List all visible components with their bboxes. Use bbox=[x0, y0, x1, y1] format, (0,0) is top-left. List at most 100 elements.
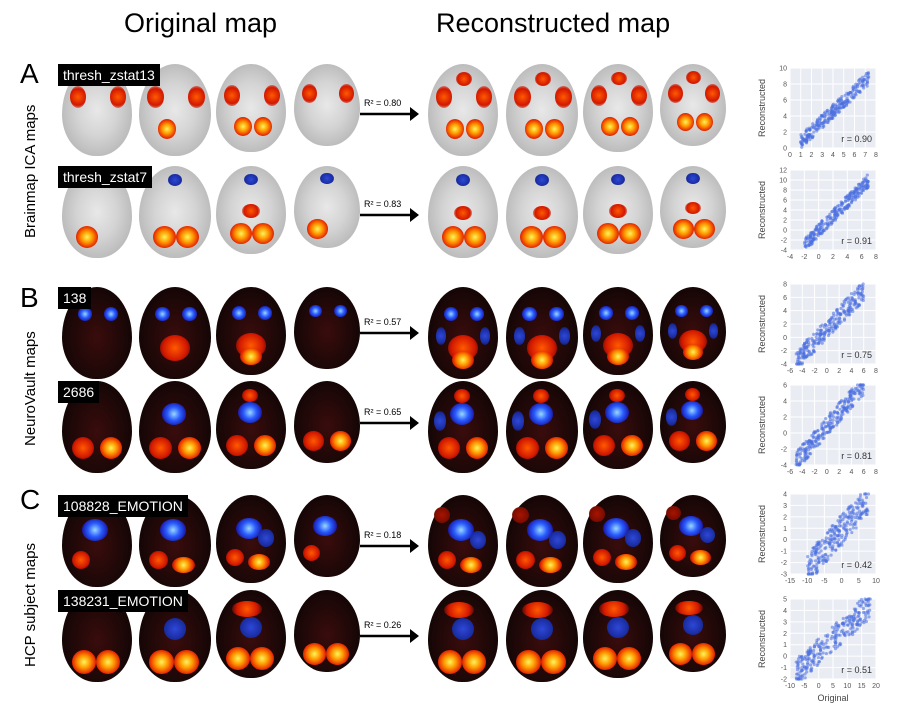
scatter-point bbox=[796, 352, 800, 356]
scatter-point bbox=[854, 526, 858, 530]
scatter-point bbox=[795, 450, 799, 455]
brain-slice bbox=[506, 166, 578, 258]
x-tick-label: 7 bbox=[863, 152, 867, 159]
r2-label: R² = 0.83 bbox=[364, 199, 402, 209]
scatter-point bbox=[850, 514, 854, 519]
scatter-point bbox=[862, 86, 866, 90]
scatter-point bbox=[813, 559, 818, 563]
scatter-point bbox=[835, 405, 839, 410]
scatter-point bbox=[848, 389, 852, 393]
brain-slice bbox=[216, 495, 286, 583]
scatter-point bbox=[808, 234, 812, 238]
scatter-point bbox=[825, 540, 829, 545]
scatter-point bbox=[859, 183, 863, 187]
scatter-point bbox=[815, 118, 820, 122]
scatter-point bbox=[853, 86, 857, 90]
scatter-point bbox=[820, 538, 824, 542]
scatter-point bbox=[832, 541, 837, 545]
brain-slice bbox=[506, 64, 578, 156]
scatter-point bbox=[837, 643, 842, 647]
scatter-point bbox=[851, 85, 855, 90]
scatter-point bbox=[822, 420, 826, 424]
y-tick-label: -2 bbox=[781, 238, 787, 245]
y-axis-label: Reconstructed bbox=[757, 396, 767, 454]
scatter-point bbox=[799, 660, 803, 664]
y-tick-label: 3 bbox=[783, 503, 787, 510]
scatter-point bbox=[814, 335, 818, 339]
scatter-point bbox=[834, 548, 838, 552]
x-tick-label: 0 bbox=[825, 469, 829, 476]
scatter-point bbox=[856, 502, 860, 506]
scatter-point bbox=[801, 137, 805, 141]
scatter-point bbox=[827, 329, 831, 333]
x-tick-label: 8 bbox=[874, 368, 878, 375]
scatter-point bbox=[825, 218, 829, 222]
y-tick-label: -4 bbox=[781, 463, 787, 470]
arrow-icon bbox=[360, 326, 419, 340]
brain-slice bbox=[294, 495, 360, 577]
x-tick-label: 15 bbox=[858, 683, 866, 690]
y-tick-label: -2 bbox=[781, 447, 787, 454]
scatter-point bbox=[820, 221, 824, 225]
scatter-point bbox=[837, 521, 842, 525]
scatter-point bbox=[843, 99, 847, 104]
scatter-point bbox=[828, 651, 832, 655]
scatter-point bbox=[797, 463, 801, 467]
scatter-point bbox=[796, 355, 801, 360]
scatter-point bbox=[861, 606, 866, 611]
scatter-point bbox=[816, 655, 821, 660]
scatter-point bbox=[831, 630, 835, 635]
side-label-hcp: HCP subject maps bbox=[22, 543, 39, 667]
scatter-point bbox=[824, 327, 829, 331]
brain-slice bbox=[428, 495, 498, 587]
scatter-point bbox=[804, 237, 808, 241]
x-tick-label: -4 bbox=[799, 469, 805, 476]
scatter-point bbox=[855, 383, 860, 387]
correlation-annotation: r = 0.81 bbox=[841, 451, 872, 461]
y-tick-label: 4 bbox=[783, 114, 787, 121]
scatter-point bbox=[842, 309, 847, 313]
brain-slice bbox=[583, 166, 653, 254]
scatter-point bbox=[826, 225, 830, 229]
x-tick-label: 0 bbox=[840, 578, 844, 585]
scatter-point bbox=[828, 529, 832, 533]
scatter-point bbox=[857, 296, 861, 300]
scatter-point bbox=[843, 633, 847, 638]
scatter-point bbox=[843, 537, 847, 542]
y-axis-label: Reconstructed bbox=[757, 505, 767, 563]
scatter-point bbox=[834, 629, 838, 634]
scatter-point bbox=[828, 417, 833, 422]
scatter-point bbox=[852, 94, 856, 98]
scatter-point bbox=[850, 623, 854, 627]
scatter-point bbox=[817, 660, 822, 664]
scatter-point bbox=[810, 554, 814, 558]
scatter-point bbox=[805, 345, 809, 350]
scatter-point bbox=[829, 421, 833, 425]
brain-slice bbox=[294, 590, 360, 672]
scatter-point bbox=[823, 323, 827, 327]
scatter-point bbox=[794, 660, 798, 664]
scatter-point bbox=[849, 627, 853, 631]
scatter-point bbox=[841, 616, 845, 621]
scatter-point bbox=[847, 515, 851, 519]
scatter-point bbox=[838, 633, 842, 637]
scatter-point bbox=[813, 552, 817, 556]
scatter-point bbox=[832, 644, 836, 649]
original-map-header: Original map bbox=[124, 8, 278, 38]
scatter-point bbox=[859, 383, 863, 387]
scatter-point bbox=[864, 501, 868, 505]
scatter-point bbox=[847, 194, 852, 198]
brain-slice bbox=[216, 64, 286, 152]
x-tick-label: -5 bbox=[821, 578, 827, 585]
scatter-point bbox=[851, 511, 855, 515]
scatter-point bbox=[822, 541, 826, 545]
correlation-annotation: r = 0.75 bbox=[841, 350, 872, 360]
scatter-point bbox=[821, 642, 826, 647]
y-axis-label: Reconstructed bbox=[757, 295, 767, 353]
scatter-point bbox=[848, 527, 852, 532]
brain-slice bbox=[660, 590, 726, 672]
scatter-point bbox=[815, 562, 819, 566]
scatter-point bbox=[807, 243, 811, 247]
